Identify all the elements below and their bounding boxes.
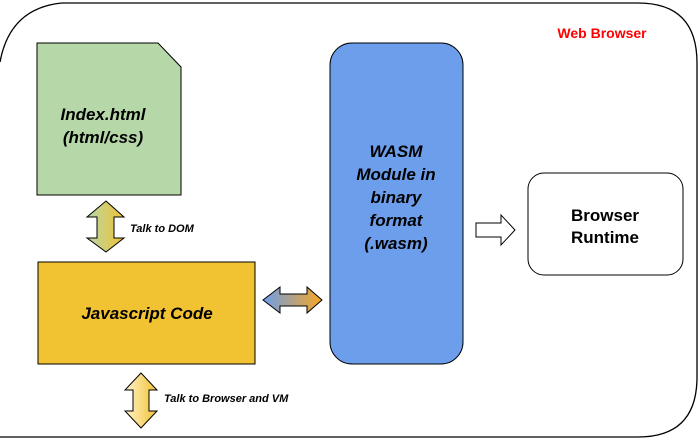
wasm-to-runtime-arrow [475, 213, 516, 247]
talk-to-browser-and-vm-arrow [123, 372, 159, 429]
javascript-code-node[interactable] [37, 261, 256, 365]
wasm-label-line-5: (.wasm) [364, 234, 428, 253]
wasm-label-line-3: binary [370, 188, 423, 207]
browser-runtime-label-line-2: Runtime [571, 228, 639, 247]
wasm-label-line-2: Module in [356, 165, 435, 184]
javascript-code-label: Javascript Code [81, 304, 212, 323]
wasm-label-line-4: format [370, 211, 424, 230]
web-browser-label: Web Browser [557, 25, 647, 41]
index-html-node[interactable] [36, 42, 182, 196]
talk-to-browser-and-vm-label: Talk to Browser and VM [164, 393, 289, 405]
browser-runtime-node[interactable] [527, 172, 684, 276]
index-html-label-line-1: Index.html [60, 105, 146, 124]
js-wasm-bidirectional-arrow [262, 285, 323, 315]
talk-to-dom-arrow [85, 200, 126, 253]
talk-to-dom-label: Talk to DOM [130, 223, 195, 235]
wasm-module-node[interactable] [329, 42, 464, 365]
index-html-label-line-2: (html/css) [63, 128, 144, 147]
web-browser-container-left-arc [0, 2, 63, 63]
browser-runtime-label-line-1: Browser [571, 206, 639, 225]
wasm-label-line-1: WASM [370, 142, 424, 161]
